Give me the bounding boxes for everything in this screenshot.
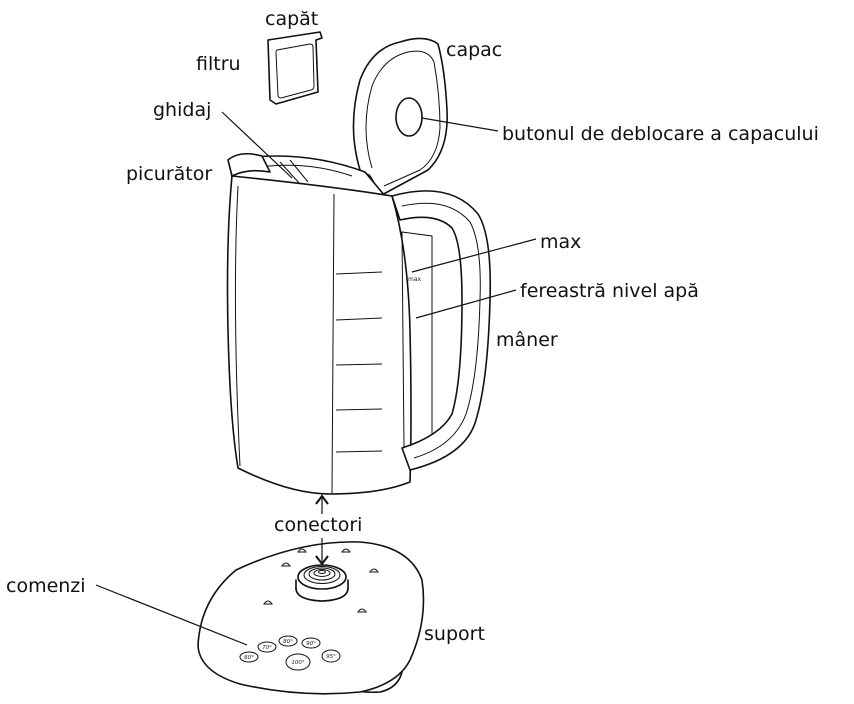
label-capat: capăt: [265, 8, 318, 30]
label-filtru: filtru: [196, 53, 241, 75]
button-90-label: 90°: [306, 641, 316, 647]
label-suport: suport: [424, 623, 485, 645]
label-buton-deblocare: butonul de deblocare a capacului: [502, 123, 819, 145]
label-conectori: conectori: [274, 514, 362, 536]
connector-arrows: [315, 494, 329, 566]
filter: [267, 31, 323, 105]
label-ghidaj: ghidaj: [153, 99, 211, 121]
window-max-mark: max: [408, 276, 422, 283]
label-comenzi: comenzi: [6, 575, 86, 597]
label-capac: capac: [446, 39, 502, 61]
button-95-label: 95°: [326, 654, 336, 660]
button-80[interactable]: [278, 635, 298, 647]
lid-release-button: [395, 97, 423, 137]
button-95[interactable]: [321, 649, 341, 663]
lid: [352, 37, 448, 197]
label-maner: mâner: [496, 329, 558, 351]
button-70-label: 70°: [262, 645, 272, 651]
button-100-label: 100°: [291, 660, 304, 666]
button-100[interactable]: [285, 653, 311, 671]
label-fereastra: fereastră nivel apă: [520, 280, 699, 302]
button-90[interactable]: [301, 637, 321, 649]
button-80-label: 80°: [283, 639, 293, 645]
leader-lines: [95, 111, 537, 646]
base: 60° 70° 80° 90° 95° 100°: [197, 541, 425, 695]
control-buttons: 60° 70° 80° 90° 95° 100°: [239, 635, 341, 671]
base-connector: [295, 564, 349, 602]
label-max: max: [540, 231, 581, 253]
kettle-body: max: [226, 152, 433, 495]
button-60-label: 60°: [244, 655, 254, 661]
label-picurator: picurător: [126, 163, 212, 185]
button-60[interactable]: [239, 651, 259, 663]
button-70[interactable]: [257, 641, 277, 653]
